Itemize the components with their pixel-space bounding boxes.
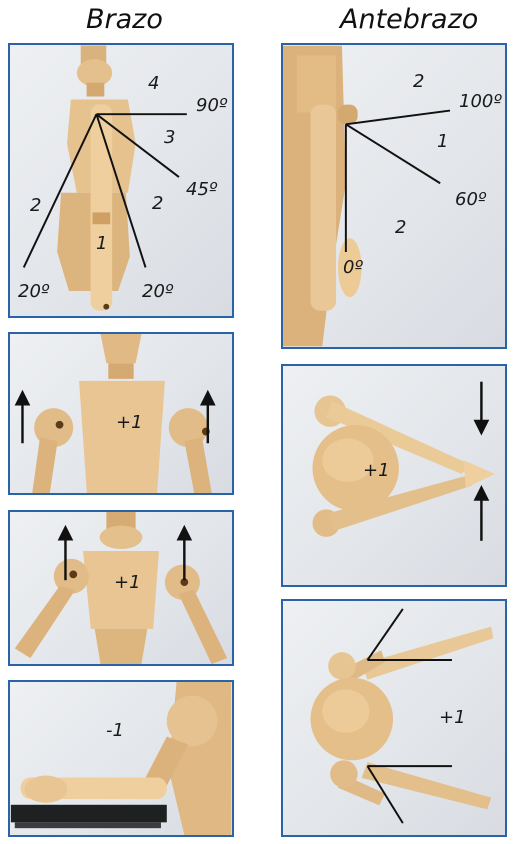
angle-label: 20º bbox=[142, 283, 173, 301]
brazo-flexion-panel: 4 3 2 2 1 90º 45º 20º 20º bbox=[8, 43, 234, 318]
antebrazo-lateral-panel: +1 bbox=[281, 599, 507, 837]
brazo-abduccion-panel: +1 bbox=[8, 510, 234, 666]
angle-label: 20º bbox=[18, 283, 49, 301]
score-label: +1 bbox=[116, 414, 143, 432]
mannequin-topview-crossed-photo bbox=[283, 366, 505, 585]
score-label: +1 bbox=[114, 574, 141, 592]
brazo-apoyado-panel: -1 bbox=[8, 680, 234, 837]
zone-label: 2 bbox=[395, 219, 406, 237]
brazo-title: Brazo bbox=[86, 4, 163, 35]
antebrazo-flexion-panel: 2 1 2 100º 60º 0º bbox=[281, 43, 507, 349]
score-label: -1 bbox=[106, 722, 124, 740]
score-label: +1 bbox=[363, 462, 390, 480]
zone-label: 2 bbox=[30, 197, 41, 215]
zone-label: 1 bbox=[96, 235, 107, 253]
angle-label: 60º bbox=[455, 191, 486, 209]
mannequin-topview-open-photo bbox=[283, 601, 505, 835]
zone-label: 1 bbox=[437, 133, 448, 151]
antebrazo-title: Antebrazo bbox=[340, 4, 478, 35]
zone-label: 2 bbox=[152, 195, 163, 213]
zone-label: 2 bbox=[413, 73, 424, 91]
score-label: +1 bbox=[439, 709, 466, 727]
angle-label: 0º bbox=[343, 259, 363, 277]
mannequin-resting-photo bbox=[10, 682, 232, 835]
antebrazo-cruce-panel: +1 bbox=[281, 364, 507, 587]
angle-label: 100º bbox=[459, 93, 502, 111]
brazo-hombro-panel: +1 bbox=[8, 332, 234, 495]
zone-label: 3 bbox=[164, 129, 175, 147]
angle-label: 90º bbox=[196, 97, 227, 115]
angle-label: 45º bbox=[186, 181, 217, 199]
zone-label: 4 bbox=[148, 75, 159, 93]
